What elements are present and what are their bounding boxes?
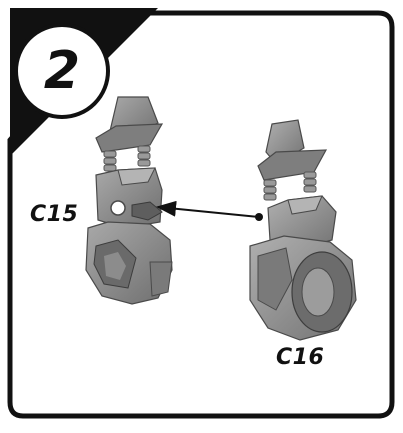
step-number: 2 bbox=[43, 41, 81, 101]
part-c16 bbox=[249, 119, 357, 341]
part-label-c15: C15 bbox=[30, 202, 79, 227]
arrow-icon bbox=[156, 200, 263, 221]
part-label-c16: C16 bbox=[276, 345, 325, 370]
part-c15 bbox=[85, 96, 173, 305]
step-badge bbox=[14, 23, 110, 119]
